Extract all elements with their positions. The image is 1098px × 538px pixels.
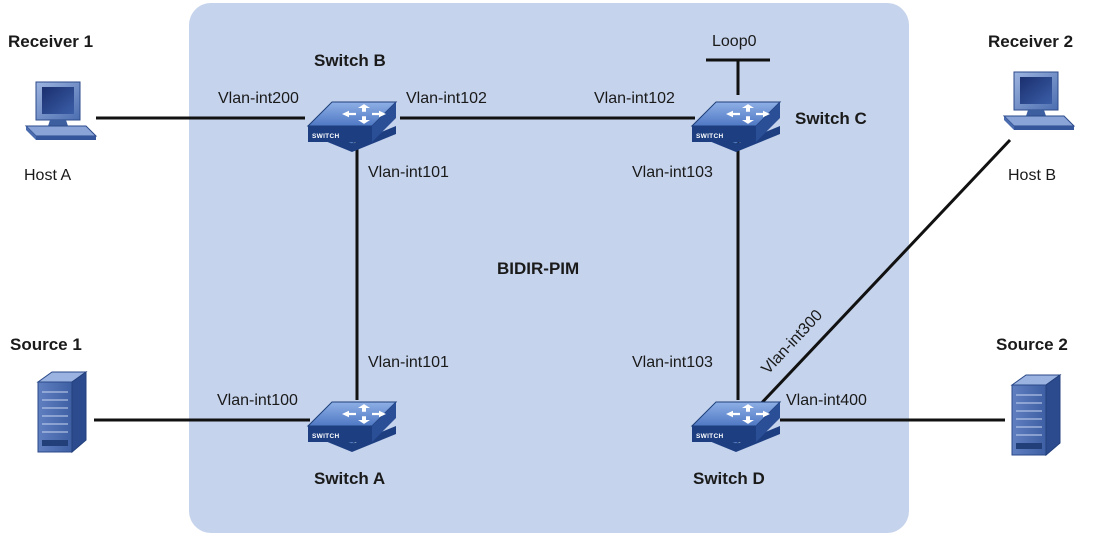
iface-d-vlan103: Vlan-int103 (632, 354, 713, 371)
switch-c: SWITCH (691, 101, 781, 153)
iface-a-vlan100: Vlan-int100 (217, 392, 298, 409)
iface-a-vlan101: Vlan-int101 (368, 354, 449, 371)
iface-b-vlan200: Vlan-int200 (218, 90, 299, 107)
switch-b-badge: SWITCH (312, 133, 339, 140)
computer-icon (1003, 71, 1075, 131)
switch-a-label: Switch A (314, 469, 385, 488)
host-b-label: Host B (1008, 167, 1056, 184)
iface-d-vlan400: Vlan-int400 (786, 392, 867, 409)
link-switchd-hostb (753, 138, 1012, 412)
source-1 (37, 371, 87, 453)
source-1-label: Source 1 (10, 335, 82, 354)
source-2-label: Source 2 (996, 335, 1068, 354)
region-label: BIDIR-PIM (497, 259, 579, 278)
iface-c-vlan102: Vlan-int102 (594, 90, 675, 107)
host-b (1003, 71, 1075, 131)
host-a-label: Host A (24, 167, 71, 184)
switch-a: SWITCH (307, 401, 397, 453)
switch-d: SWITCH (691, 401, 781, 453)
switch-c-label: Switch C (795, 109, 867, 128)
iface-c-loop0: Loop0 (712, 33, 757, 50)
receiver-1-label: Receiver 1 (8, 32, 93, 51)
server-icon (1011, 374, 1061, 456)
switch-b-label: Switch B (314, 51, 386, 70)
receiver-2-label: Receiver 2 (988, 32, 1073, 51)
links (94, 58, 1012, 422)
iface-b-vlan102: Vlan-int102 (406, 90, 487, 107)
iface-c-vlan103: Vlan-int103 (632, 164, 713, 181)
switch-a-badge: SWITCH (312, 433, 339, 440)
switch-d-label: Switch D (693, 469, 765, 488)
switch-d-badge: SWITCH (696, 433, 723, 440)
switch-c-badge: SWITCH (696, 133, 723, 140)
source-2 (1011, 374, 1061, 456)
computer-icon (25, 81, 97, 141)
host-a (25, 81, 97, 141)
iface-b-vlan101: Vlan-int101 (368, 164, 449, 181)
server-icon (37, 371, 87, 453)
switch-b: SWITCH (307, 101, 397, 153)
